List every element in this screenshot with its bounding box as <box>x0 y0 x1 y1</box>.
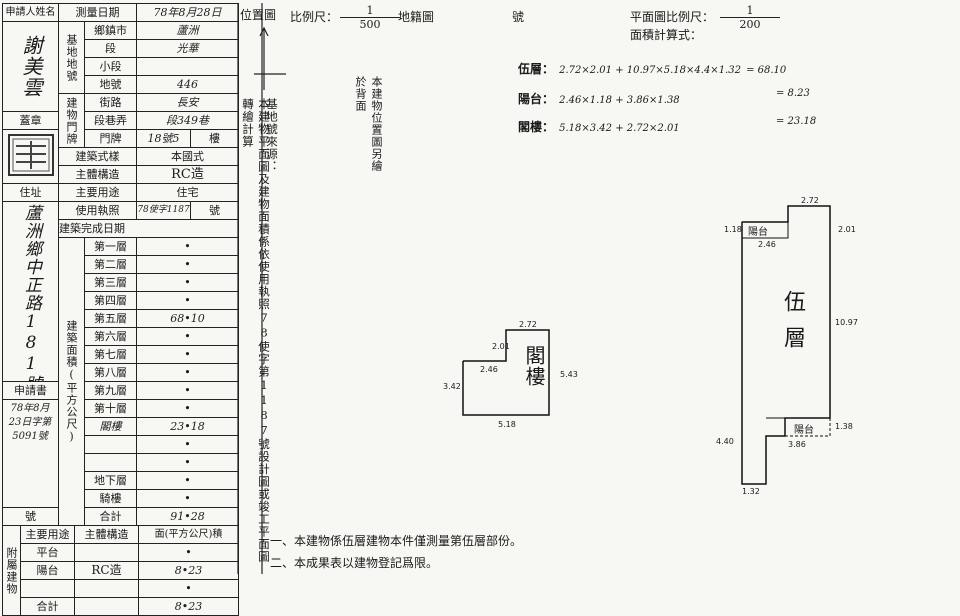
completion-label: 建築完成日期 <box>58 219 239 238</box>
floor-name: 第八層 <box>84 363 137 382</box>
calc-result: = 68.10 <box>746 65 787 76</box>
lane-label: 段巷弄 <box>84 111 137 130</box>
footnote: 一、本建物係伍層建物本件僅測量第伍層部份。 <box>270 534 523 548</box>
cadastral-label: 地籍圖 <box>398 10 435 24</box>
acc-header: 主要用途 <box>20 525 75 544</box>
acc-area: • <box>138 579 239 598</box>
seal-stamp-cell <box>2 129 59 184</box>
building-lot-label: 基地地號 <box>58 21 85 94</box>
survey-date-value: 78年8月28日 <box>136 3 239 22</box>
floor-name: 第六層 <box>84 327 137 346</box>
calc-result: = 8.23 <box>776 88 810 99</box>
attic-dim: 3.42 <box>443 382 461 391</box>
floor-name: 第七層 <box>84 345 137 364</box>
fifth-dim: 3.86 <box>788 440 806 449</box>
fifth-dim: 4.40 <box>716 437 734 446</box>
plan-scale-den: 200 <box>739 18 761 31</box>
calc-label: 陽台： <box>518 92 555 106</box>
application-no-cell: 78年8月23日字第5091號 <box>2 399 59 508</box>
attic-dim: 2.72 <box>519 320 537 329</box>
location-plan-note: 本建物位置圖另繪於背面 <box>352 76 384 176</box>
source-text: 基地號來源： <box>265 98 279 173</box>
calc-result: = 23.18 <box>776 116 817 127</box>
calc-label: 閣樓： <box>518 120 555 134</box>
calc-expr: 2.46×1.18 + 3.86×1.38 <box>559 95 680 106</box>
fifth-dim: 1.32 <box>742 487 760 496</box>
attic-label: 閣樓 <box>520 345 578 392</box>
attic-dim: 5.18 <box>498 420 516 429</box>
acc-use <box>20 579 75 598</box>
attic-dim: 5.43 <box>560 370 578 379</box>
floor-name: 第二層 <box>84 255 137 274</box>
calc-expr: 5.18×3.42 + 2.72×2.01 <box>559 123 680 134</box>
attic-dim: 2.46 <box>480 365 498 374</box>
area-calc-label: 面積計算式： <box>630 28 703 42</box>
scale-label: 比例尺： <box>290 10 339 24</box>
statement-text: 本建物平面圖及建物面積係依使用執照78使字第1187號設計圖或竣工平面圖轉繪計算 <box>241 98 271 563</box>
north-arrow-icon <box>254 26 286 90</box>
application-no: 78年8月23日字第5091號 <box>8 403 52 442</box>
acc-struct <box>74 597 139 616</box>
floor-name: 第一層 <box>84 237 137 256</box>
fifth-dim: 2.46 <box>758 240 776 249</box>
location-plan-note-text: 本建物位置圖另繪於背面 <box>354 76 383 172</box>
address-cell: 蘆洲鄉中正路181號 <box>2 201 59 382</box>
calc-label: 伍層： <box>518 62 555 76</box>
scale-header: 比例尺： 1 500 地籍圖 號 平面圖比例尺： 1 200 面積計算式： <box>290 4 950 42</box>
attic-label-text: 閣樓 <box>522 345 546 387</box>
balcony-top-outline <box>741 221 789 239</box>
plan-scale-num: 1 <box>720 4 780 18</box>
attic-dim: 2.01 <box>492 342 510 351</box>
attic-plan <box>462 205 831 485</box>
fifth-dim: 1.38 <box>835 422 853 431</box>
plan-scale-label: 平面圖比例尺： <box>630 10 715 24</box>
street-label: 街路 <box>84 93 137 112</box>
building-lot-text: 基地地號 <box>65 33 78 82</box>
plan-scale-fraction: 1 200 <box>720 4 780 31</box>
footnote: 二、本成果表以建物登記爲限。 <box>270 556 439 570</box>
building-survey-form: 申請人姓名 測量日期 78年8月28日 謝美雲 基地地號 鄉鎮市 蘆洲 段 光華… <box>2 3 239 616</box>
subsection-label: 小段 <box>84 57 137 76</box>
seal-label: 蓋章 <box>2 111 59 130</box>
floor-name: 地下層 <box>84 471 137 490</box>
footnotes: 一、本建物係伍層建物本件僅測量第伍層部份。 二、本成果表以建物登記爲限。 <box>270 530 522 574</box>
acc-header: 主體構造 <box>74 525 139 544</box>
fifth-floor-label-text: 伍層 <box>780 290 805 362</box>
map-number-label: 號 <box>512 10 525 24</box>
calc-expr: 2.72×2.01 + 10.97×5.18×4.4×1.32 <box>559 65 741 76</box>
calc-row: 陽台： 2.46×1.18 + 3.86×1.38 = 8.23 <box>518 88 948 107</box>
acc-use: 合計 <box>20 597 75 616</box>
area-group-text: 建築面積(平方公尺) <box>65 319 78 444</box>
seal-stamp-icon <box>7 134 54 176</box>
fifth-dim: 10.97 <box>835 318 858 327</box>
calc-row: 伍層： 2.72×2.01 + 10.97×5.18×4.4×1.32 = 68… <box>518 58 948 77</box>
door-text: 建物門牌 <box>65 96 78 145</box>
fifth-dim: 2.01 <box>838 225 856 234</box>
fifth-dim: 1.18 <box>724 225 742 234</box>
scale-num: 1 <box>340 4 400 18</box>
fifth-floor-label: 伍層 <box>776 290 840 367</box>
location-section: 位置圖 本建物平面圖及建物面積係依使用執照78使字第1187號設計圖或竣工平面圖… <box>240 6 290 574</box>
floor-name: 閣樓 <box>84 417 137 436</box>
scale-den: 500 <box>359 18 381 31</box>
balcony-bottom-label: 陽台 <box>794 425 814 436</box>
acc-struct <box>74 579 139 598</box>
acc-area: 8•23 <box>138 597 239 616</box>
floor-value: 68•10 <box>136 309 239 328</box>
location-label: 位置圖 <box>240 8 277 22</box>
survey-document: 申請人姓名 測量日期 78年8月28日 謝美雲 基地地號 鄉鎮市 蘆洲 段 光華… <box>2 3 950 616</box>
style-label: 建築式樣 <box>58 147 137 166</box>
attic-outline <box>462 329 550 416</box>
address-value: 蘆洲鄉中正路181號 <box>21 204 41 382</box>
form-table: 申請人姓名 測量日期 78年8月28日 謝美雲 基地地號 鄉鎮市 蘆洲 段 光華… <box>2 3 239 526</box>
floor-name: 第十層 <box>84 399 137 418</box>
fifth-dim: 2.72 <box>801 196 819 205</box>
scale-fraction: 1 500 <box>340 4 400 31</box>
balcony-bottom-outline <box>784 417 831 437</box>
balcony-top-label: 陽台 <box>748 227 768 238</box>
calc-row: 閣樓： 5.18×3.42 + 2.72×2.01 = 23.18 <box>518 116 948 135</box>
